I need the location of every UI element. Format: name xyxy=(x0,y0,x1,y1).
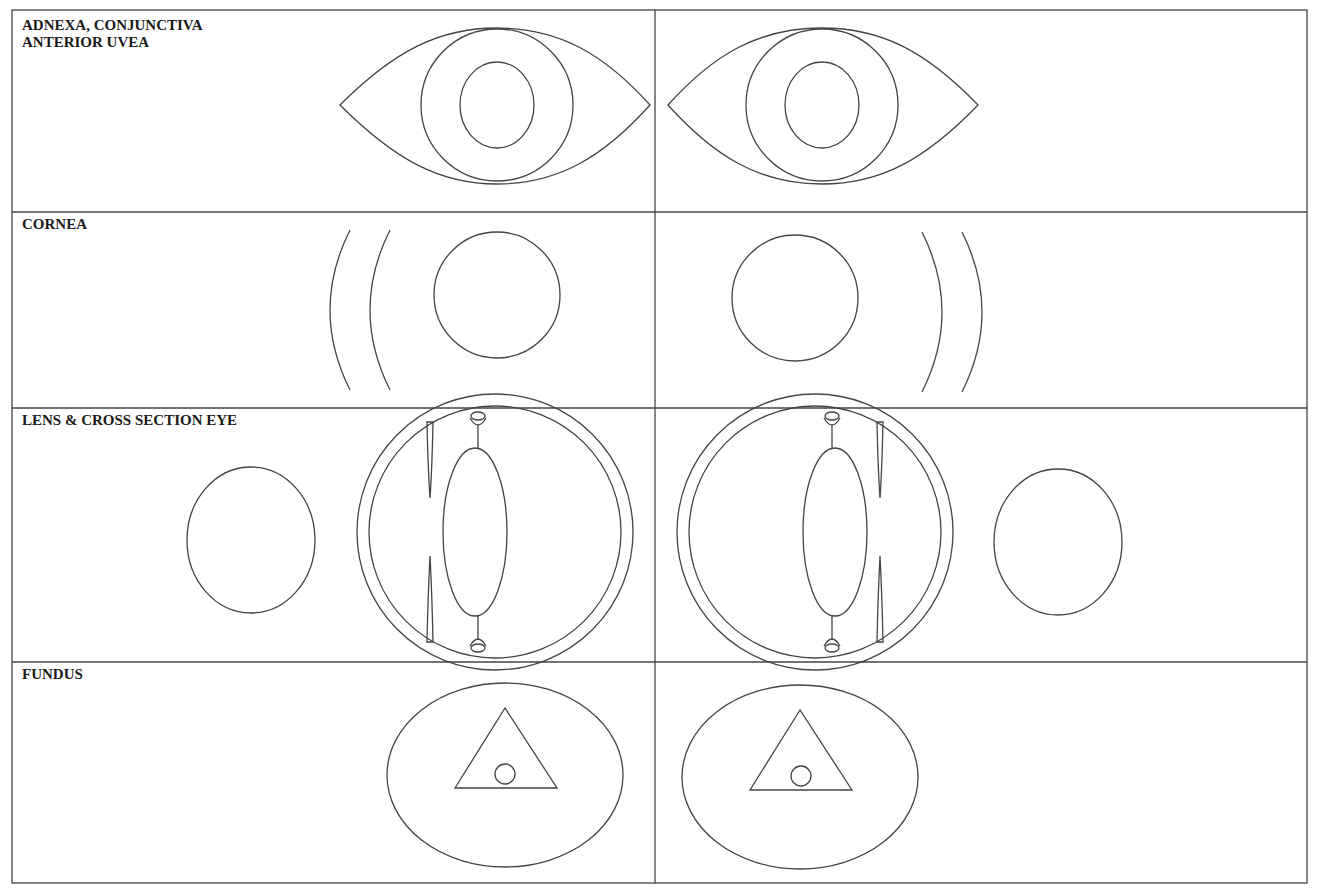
fundus-view xyxy=(682,685,918,869)
row-heading: FUNDUS xyxy=(20,666,85,683)
row-divider xyxy=(12,661,1307,662)
lens-cross-section xyxy=(677,394,1122,670)
row-divider xyxy=(12,407,1307,408)
row-heading: CORNEA xyxy=(20,216,89,233)
eye-front-view xyxy=(340,28,650,184)
table-frame xyxy=(12,10,1307,883)
row-heading: LENS & CROSS SECTION EYE xyxy=(20,412,239,429)
row-heading: ADNEXA, CONJUNCTIVA ANTERIOR UVEA xyxy=(20,17,254,51)
eye-front-view xyxy=(668,28,978,184)
cornea-views xyxy=(330,230,982,392)
lens-cross-section xyxy=(187,394,633,670)
row-divider xyxy=(12,211,1307,212)
fundus-view xyxy=(387,683,623,867)
column-divider xyxy=(654,10,655,883)
